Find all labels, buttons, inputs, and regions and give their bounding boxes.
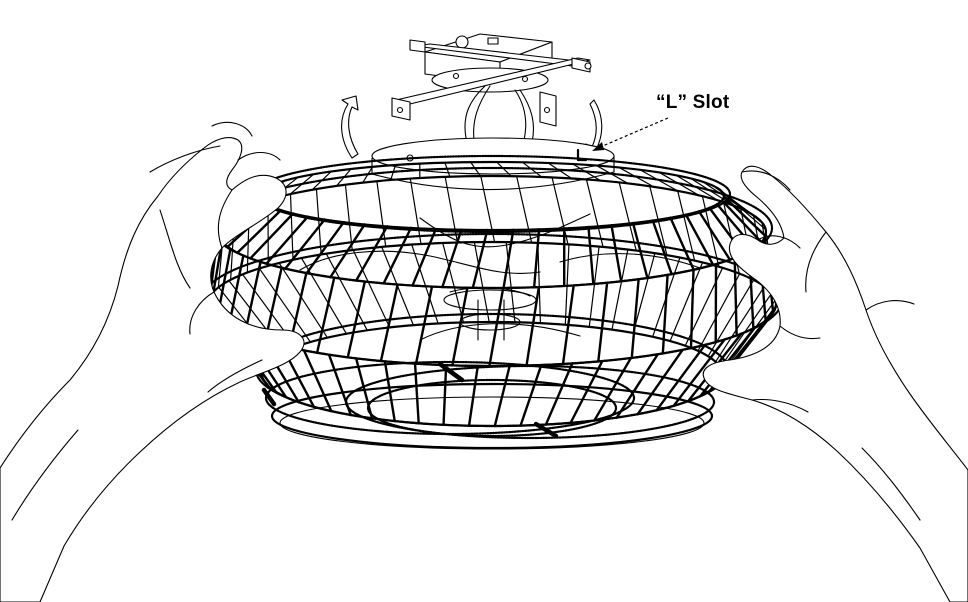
l-slot-label: “L” Slot: [656, 92, 730, 113]
left-hand: [0, 121, 305, 602]
l-slot-leader-line: [592, 117, 669, 151]
supply-wires: [464, 85, 535, 143]
right-hand: [702, 165, 968, 602]
rotate-arrow-left-icon: [341, 95, 359, 159]
mounting-bracket: [391, 39, 592, 127]
fan-cage: [200, 154, 784, 450]
